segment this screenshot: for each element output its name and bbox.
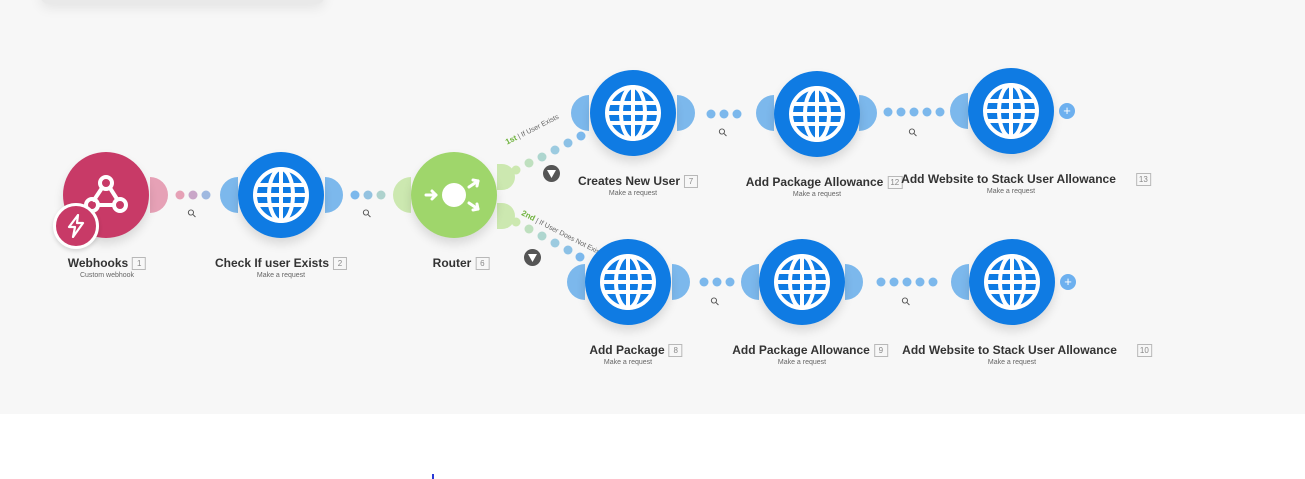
module-label: Add Package 8 xyxy=(589,343,683,357)
connector-right[interactable] xyxy=(677,95,695,131)
module-label: Router 6 xyxy=(433,256,490,270)
module-index: 9 xyxy=(873,343,888,357)
module-index: 2 xyxy=(333,256,348,270)
globe-icon xyxy=(605,85,661,141)
module-title: Add Website to Stack User Allowance xyxy=(902,343,1117,357)
module-label: Creates New User 7 xyxy=(577,174,699,188)
lightning-icon xyxy=(67,214,85,238)
module-subtitle: Make a request xyxy=(603,359,653,366)
module-label: Webhooks 1 xyxy=(67,256,147,270)
module-label: Check If user Exists 2 xyxy=(214,256,348,270)
globe-icon xyxy=(600,254,656,310)
module-label: Add Website to Stack User Allowance 10 xyxy=(902,343,1152,357)
module-index: 7 xyxy=(684,174,699,188)
connector-right[interactable] xyxy=(497,164,515,190)
module-index: 8 xyxy=(668,343,683,357)
module-title: Webhooks xyxy=(67,256,129,270)
module-add-package[interactable] xyxy=(585,239,671,325)
scenario-canvas[interactable]: ⚲ ⚲ ⚲ ⚲ ⚲ ⚲ 1st | If User Exists 2nd | I… xyxy=(0,0,1305,414)
module-check-user-exists[interactable] xyxy=(238,152,324,238)
module-index: 12 xyxy=(887,175,903,189)
module-label: Add Package Allowance 12 xyxy=(746,175,903,189)
text-cursor xyxy=(432,474,434,479)
module-subtitle: Custom webhook xyxy=(79,272,135,279)
globe-icon xyxy=(253,167,309,223)
connector-left[interactable] xyxy=(741,264,759,300)
connector-right[interactable] xyxy=(859,95,877,131)
filter-icon[interactable] xyxy=(524,249,541,266)
router-icon xyxy=(424,178,480,212)
toolbar-shadow xyxy=(40,0,325,4)
add-module-button[interactable]: + xyxy=(1059,103,1075,119)
connector-left[interactable] xyxy=(951,264,969,300)
connector-left[interactable] xyxy=(567,264,585,300)
module-subtitle: Make a request xyxy=(792,191,842,198)
connector-right[interactable] xyxy=(150,177,168,213)
module-title: Add Package Allowance xyxy=(745,175,884,189)
module-subtitle: Make a request xyxy=(256,272,306,279)
connector-left[interactable] xyxy=(756,95,774,131)
module-subtitle: Make a request xyxy=(987,359,1037,366)
connector-left[interactable] xyxy=(571,95,589,131)
connector-right[interactable] xyxy=(672,264,690,300)
connector-right[interactable] xyxy=(497,203,515,229)
module-add-package-allowance-12[interactable] xyxy=(774,71,860,157)
globe-icon xyxy=(984,254,1040,310)
module-add-website-13[interactable] xyxy=(968,68,1054,154)
connector-left[interactable] xyxy=(220,177,238,213)
module-title: Add Website to Stack User Allowance xyxy=(901,172,1116,186)
module-title: Creates New User xyxy=(577,174,681,188)
filter-icon[interactable] xyxy=(543,165,560,182)
module-add-package-allowance-9[interactable] xyxy=(759,239,845,325)
link-webhooks-check xyxy=(175,190,211,200)
module-title: Add Package xyxy=(589,343,665,357)
link-router-route1 xyxy=(511,131,586,175)
module-router[interactable] xyxy=(411,152,497,238)
module-subtitle: Make a request xyxy=(608,190,658,197)
connector-left[interactable] xyxy=(950,93,968,129)
connector-right[interactable] xyxy=(325,177,343,213)
add-module-button[interactable]: + xyxy=(1060,274,1076,290)
module-title: Check If user Exists xyxy=(214,256,330,270)
globe-icon xyxy=(774,254,830,310)
module-index: 13 xyxy=(1135,172,1151,186)
connector-left[interactable] xyxy=(393,177,411,213)
link-package-allowance xyxy=(699,277,735,287)
link-allowance-website-b xyxy=(876,277,938,287)
globe-icon xyxy=(789,86,845,142)
link-router-route2 xyxy=(511,217,585,262)
module-add-website-10[interactable] xyxy=(969,239,1055,325)
module-subtitle: Make a request xyxy=(777,359,827,366)
globe-icon xyxy=(983,83,1039,139)
module-index: 1 xyxy=(132,256,147,270)
module-index: 6 xyxy=(475,256,490,270)
connection-lines xyxy=(175,107,945,287)
link-allowance-website-a xyxy=(883,107,945,117)
instant-trigger-badge xyxy=(53,203,99,249)
module-label: Add Package Allowance 9 xyxy=(732,343,888,357)
module-title: Router xyxy=(432,256,472,270)
link-check-router xyxy=(350,190,386,200)
module-label: Add Website to Stack User Allowance 13 xyxy=(901,172,1151,186)
link-create-user-allowance xyxy=(706,109,742,119)
module-subtitle: Make a request xyxy=(986,188,1036,195)
module-title: Add Package Allowance xyxy=(732,343,870,357)
connector-right[interactable] xyxy=(845,264,863,300)
module-creates-new-user[interactable] xyxy=(590,70,676,156)
module-index: 10 xyxy=(1136,343,1152,357)
